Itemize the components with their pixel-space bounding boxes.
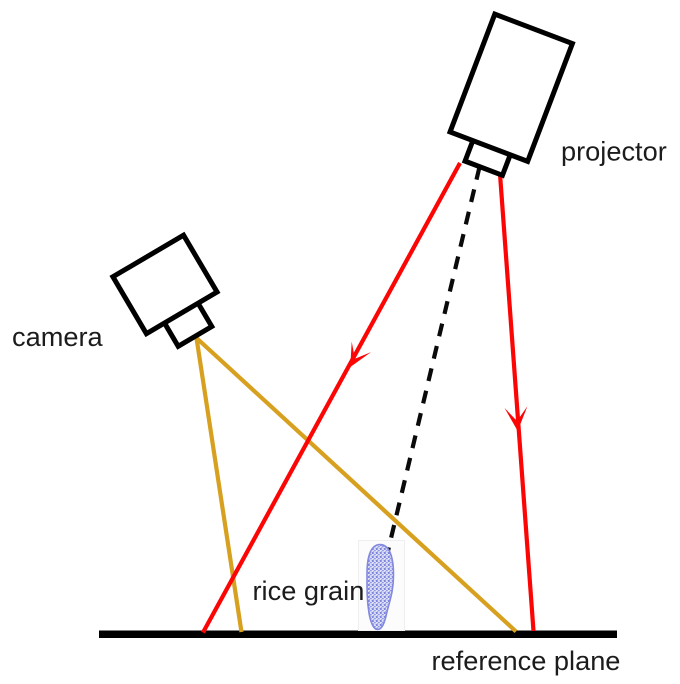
svg-text:camera: camera — [12, 321, 104, 352]
svg-text:reference plane: reference plane — [432, 645, 621, 676]
svg-text:rice grain: rice grain — [253, 575, 365, 606]
svg-text:projector: projector — [561, 136, 667, 167]
